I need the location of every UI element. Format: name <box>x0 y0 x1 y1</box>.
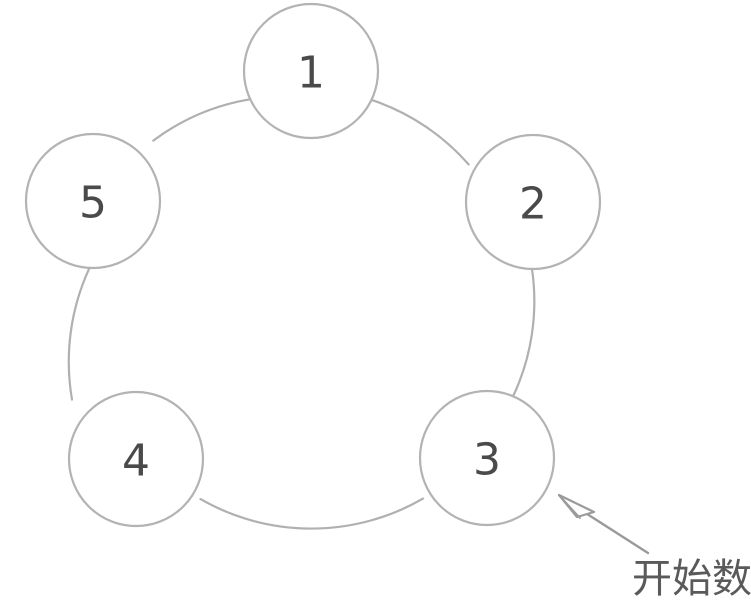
arc-node5-to-node1 <box>152 98 251 142</box>
arc-node3-to-node4 <box>199 497 425 530</box>
node-label-2: 2 <box>519 179 547 230</box>
arrow-shaft-line <box>582 510 650 555</box>
arc-node2-to-node3 <box>511 267 536 399</box>
arc-node1-to-node2 <box>371 99 470 166</box>
node-labels: 1 2 3 4 5 <box>79 48 547 487</box>
node-label-4: 4 <box>122 436 150 487</box>
annotation-label-start-count: 开始数 <box>632 556 751 602</box>
node-label-1: 1 <box>297 48 325 99</box>
node-label-5: 5 <box>79 178 107 229</box>
node-label-3: 3 <box>473 435 501 486</box>
arc-node4-to-node5 <box>67 267 91 401</box>
node-circle-2[interactable] <box>464 133 602 271</box>
nodes <box>24 2 602 528</box>
node-circle-3[interactable] <box>418 389 556 527</box>
node-circle-1[interactable] <box>242 2 380 140</box>
node-circle-4[interactable] <box>67 390 205 528</box>
arrow-head-crease <box>558 494 581 519</box>
node-circle-5[interactable] <box>24 132 162 270</box>
ring-connections <box>67 98 536 530</box>
annotation-arrow <box>557 493 650 555</box>
